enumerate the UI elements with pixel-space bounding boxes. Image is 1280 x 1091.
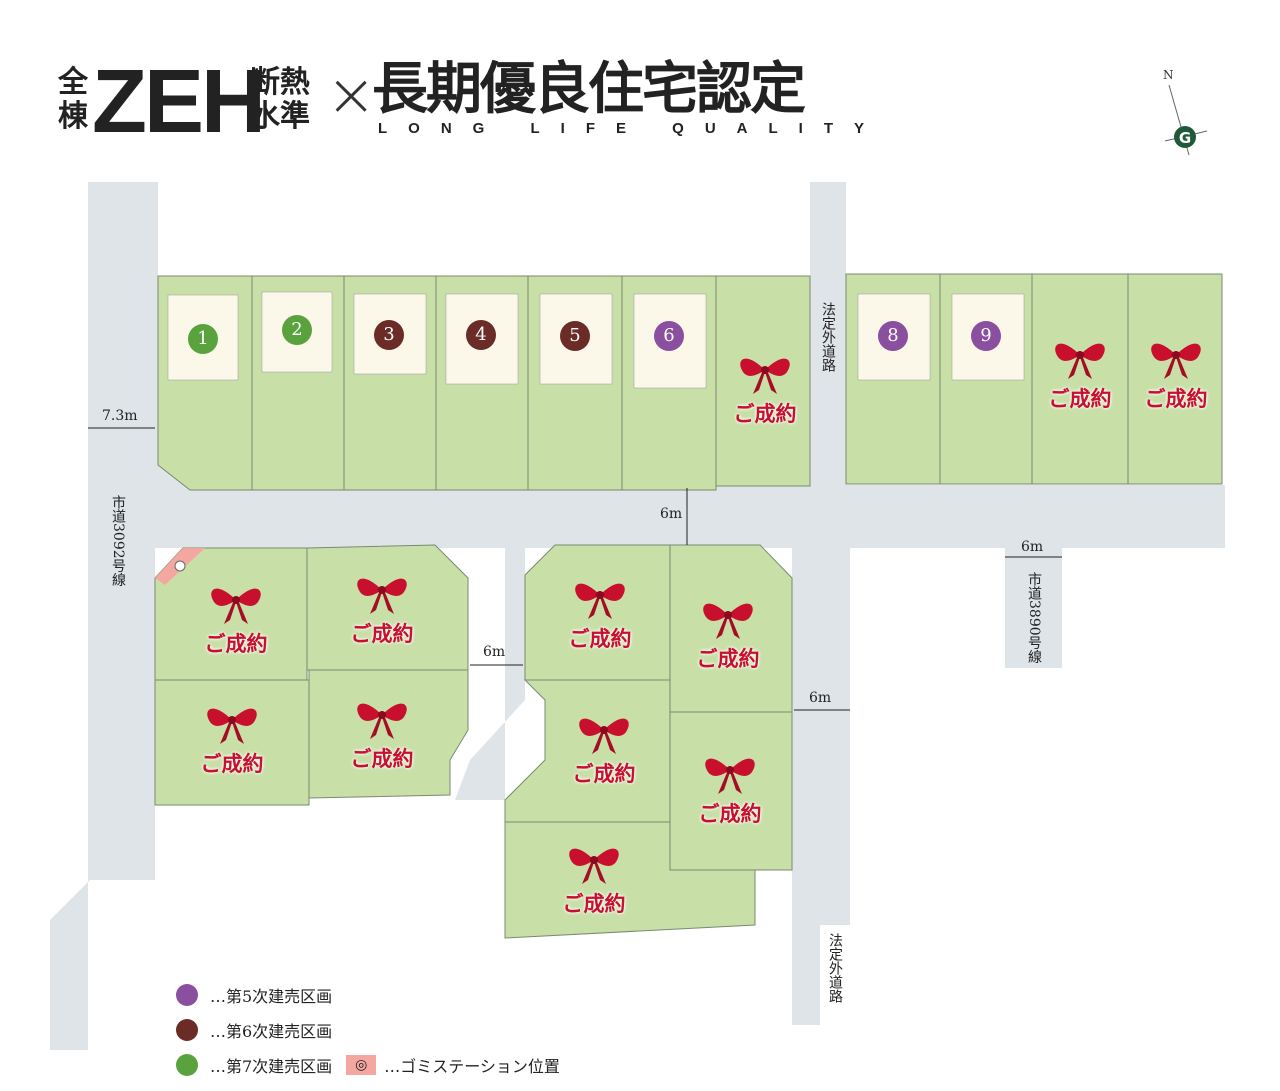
header-times: × [326,60,377,130]
sold-marker: ご成約 [197,700,267,778]
sold-marker: ご成約 [559,840,629,918]
garbage-station-icon: ◎ [346,1055,377,1075]
lot-number-2[interactable]: 2 [282,315,312,345]
header-title: 長期優良住宅認定 [372,57,806,122]
ribbon-bow-icon [579,718,629,754]
sold-label: ご成約 [1144,387,1208,411]
svg-text:G: G [1179,129,1191,147]
header-zeh: ZEH [92,52,266,152]
phase6-dot [176,1019,198,1041]
dim-6m: 6m [660,506,683,522]
sold-label: ご成約 [200,752,264,776]
ribbon-bow-icon [705,758,755,794]
legend-phase5: …第5次建売区画 [210,987,333,1006]
phase5-dot [176,984,198,1006]
garbage-station-icon [174,560,186,572]
sold-label: ご成約 [350,622,414,646]
road-private-south [792,545,850,1025]
road-city-3890 [1005,540,1062,668]
ribbon-bow-icon [569,848,619,884]
sold-label: ご成約 [698,802,762,826]
sold-marker: ご成約 [565,575,635,653]
sold-label: ご成約 [204,632,268,656]
ribbon-bow-icon [357,703,407,739]
dim-6m: 6m [809,690,832,706]
sold-label: ご成約 [696,647,760,671]
sold-label: ご成約 [350,747,414,771]
sold-marker: ご成約 [347,570,417,648]
dim-7-3m: 7.3m [102,408,138,424]
lot-number-4[interactable]: 4 [466,320,496,350]
houses [167,291,1025,389]
lot-number-1[interactable]: 1 [188,324,218,354]
sold-marker: ご成約 [569,710,639,788]
compass-icon: N G [1163,68,1208,156]
road-label-private: 法定外道路 [820,302,836,372]
ribbon-bow-icon [1151,343,1201,379]
lot-number-5[interactable]: 5 [560,321,590,351]
sold-label: ご成約 [572,762,636,786]
dimension-lines [88,427,1062,711]
ribbon-bow-icon [211,588,261,624]
dim-6m: 6m [1021,539,1044,555]
sold-marker: ご成約 [693,595,763,673]
lot-number-9[interactable]: 9 [971,321,1001,351]
ribbon-bow-icon [740,358,790,394]
header-subtitle: LONG LIFE QUALITY [378,120,885,137]
sold-label: ご成約 [733,402,797,426]
sold-marker: ご成約 [1141,335,1211,413]
legend: …第5次建売区画 …第6次建売区画 …第7次建売区画 ◎ …ゴミステーション位置 [176,982,560,1078]
sold-marker: ご成約 [695,750,765,828]
road-private-north [810,182,846,492]
road-label-3890: 市道3890号線 [1026,572,1042,664]
legend-garbage: …ゴミステーション位置 [384,1057,560,1076]
ribbon-bow-icon [703,603,753,639]
header-insulation: 断熱水準 [250,65,310,134]
legend-phase6: …第6次建売区画 [210,1022,333,1041]
ribbon-bow-icon [575,583,625,619]
road-city-3092 [50,182,190,1050]
legend-phase7: …第7次建売区画 [210,1057,333,1076]
lot-number-8[interactable]: 8 [878,321,908,351]
sold-marker: ご成約 [347,695,417,773]
lot-number-3[interactable]: 3 [374,320,404,350]
roads [50,182,1225,1050]
sold-label: ご成約 [562,892,626,916]
lot-number-6[interactable]: 6 [654,321,684,351]
sold-label: ご成約 [1048,387,1112,411]
ribbon-bow-icon [357,578,407,614]
ribbon-bow-icon [207,708,257,744]
phase7-dot [176,1054,198,1076]
road-main [155,485,1225,548]
dim-6m: 6m [483,644,506,660]
sold-label: ご成約 [568,627,632,651]
sold-marker: ご成約 [730,350,800,428]
ribbon-bow-icon [1055,343,1105,379]
road-label-private: 法定外道路 [827,933,843,1003]
sold-marker: ご成約 [201,580,271,658]
header-zen: 全棟 [58,65,88,134]
sold-marker: ご成約 [1045,335,1115,413]
road-inner [455,548,525,800]
svg-text:N: N [1163,68,1174,82]
road-label-3092: 市道3092号線 [110,495,126,587]
